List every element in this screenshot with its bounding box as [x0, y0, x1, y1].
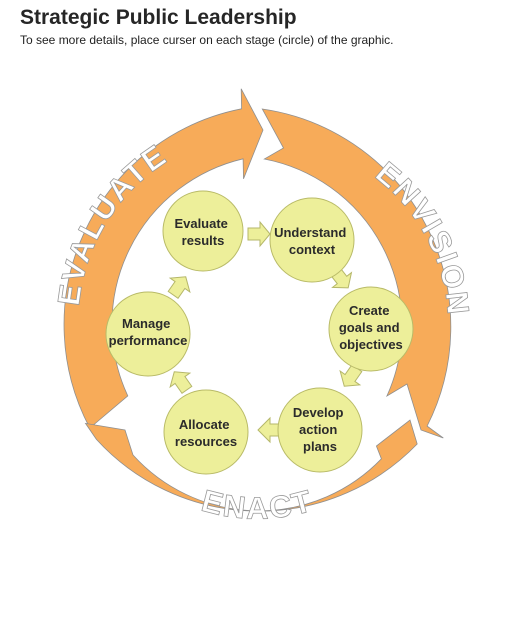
stage-circle[interactable] [163, 389, 249, 475]
stage-understand-context[interactable]: Understand context [269, 197, 355, 283]
svg-text:Manage performance: Manage performance [109, 316, 188, 348]
stage-allocate-resources[interactable]: Allocate resources [163, 389, 249, 475]
enact-arrow [84, 419, 418, 512]
stage-create-goals[interactable]: Create goals and objectives [328, 286, 414, 372]
stage-circle[interactable] [328, 286, 414, 372]
stage-circle[interactable] [162, 190, 244, 272]
svg-text:Allocate resources: Allocate resources [175, 417, 237, 449]
arrow-manage-to-evaluate [167, 276, 191, 299]
stage-evaluate-results[interactable]: Evaluate results [162, 190, 244, 272]
evaluate-arrow [63, 88, 264, 429]
svg-text:Understand context: Understand context [274, 225, 350, 257]
stage-manage-performance[interactable]: Manage performance [105, 291, 191, 377]
arrow-evaluate-to-understand [247, 220, 271, 248]
stage-circle[interactable] [277, 387, 363, 473]
arrow-allocate-to-manage [169, 371, 193, 394]
stage-develop-action-plans[interactable]: Develop action plans [277, 387, 363, 473]
stage-circle[interactable] [105, 291, 191, 377]
svg-text:Develop action pla: Develop action plans [293, 405, 347, 454]
stage-circle[interactable] [269, 197, 355, 283]
page-subtitle: To see more details, place curser on eac… [20, 33, 394, 47]
page-title: Strategic Public Leadership [20, 6, 297, 29]
svg-text:Create goals and o: Create goals and objectives [339, 303, 403, 352]
svg-text:Evaluate results: Evaluate results [174, 216, 231, 248]
enact-label: ENACT [198, 483, 317, 526]
